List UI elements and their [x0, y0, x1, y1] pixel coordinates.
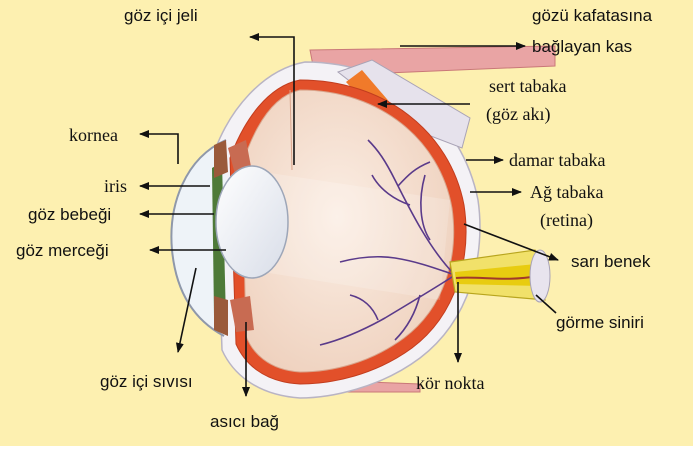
- iris-lower: [214, 296, 228, 336]
- label-optic-nerve: görme siniri: [556, 313, 644, 333]
- optic-nerve-sheath: [530, 250, 550, 302]
- label-retina-line1: Ağ tabaka: [530, 182, 603, 202]
- label-retina-line2: (retina): [540, 210, 593, 230]
- label-aqueous-humor: göz içi sıvısı: [100, 372, 193, 392]
- label-sclera-line2: (göz akı): [486, 104, 550, 124]
- label-iris: iris: [104, 176, 127, 196]
- lens: [216, 166, 288, 278]
- label-suspensory-ligament: asıcı bağ: [210, 412, 279, 432]
- iris-upper: [214, 140, 228, 178]
- label-muscle-line2: bağlayan kas: [532, 37, 632, 57]
- label-macula: sarı benek: [571, 252, 650, 272]
- label-pupil: göz bebeği: [28, 205, 111, 225]
- label-muscle-line1: gözü kafatasına: [532, 6, 652, 26]
- label-sclera-line1: sert tabaka: [489, 76, 566, 96]
- label-choroid: damar tabaka: [509, 150, 605, 170]
- label-vitreous-humor: göz içi jeli: [124, 6, 198, 26]
- label-blind-spot: kör nokta: [416, 373, 484, 393]
- label-lens: göz merceği: [16, 241, 109, 261]
- label-cornea: kornea: [69, 125, 118, 145]
